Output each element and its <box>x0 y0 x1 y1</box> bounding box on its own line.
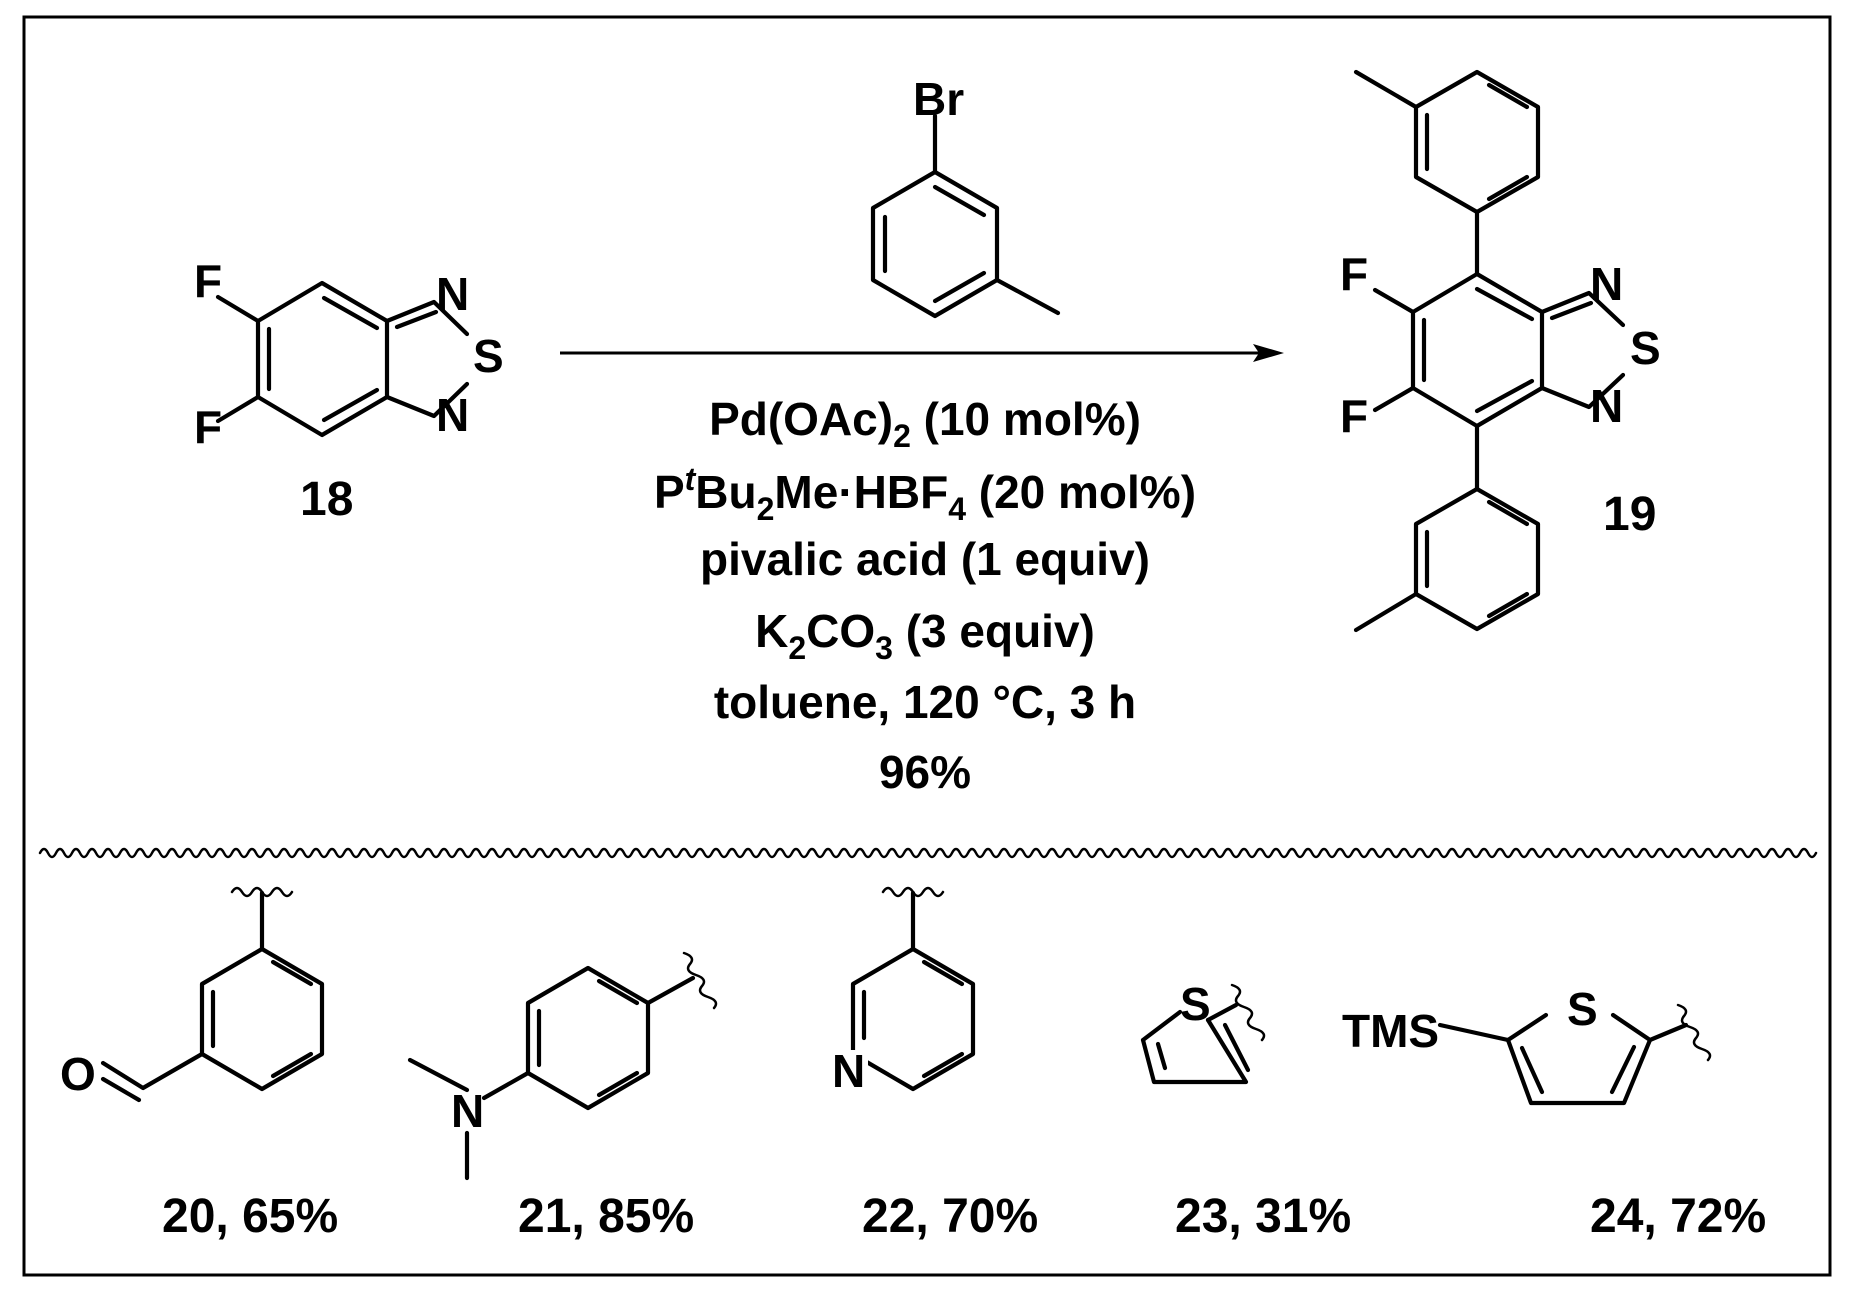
scheme-frame <box>22 15 1832 1277</box>
condition-base: K2CO3 (3 equiv) <box>755 605 1095 666</box>
substrate-label-21: 21, 85% <box>518 1190 694 1243</box>
atom-S: S <box>1567 983 1598 1035</box>
reagent-structure: Br <box>870 73 1061 319</box>
substrate-label-24: 24, 72% <box>1590 1190 1766 1243</box>
atom-F: F <box>1340 390 1368 442</box>
substrate-label-23: 23, 31% <box>1175 1190 1351 1243</box>
condition-solvent: toluene, 120 °C, 3 h <box>714 676 1136 728</box>
compound-18-structure: F F N S N <box>194 255 504 453</box>
condition-yield: 96% <box>879 746 971 798</box>
atom-N: N <box>1590 380 1623 432</box>
atom-S: S <box>1630 322 1661 374</box>
substrate-20-structure: O <box>60 886 325 1103</box>
atom-F: F <box>1340 248 1368 300</box>
atom-S: S <box>1180 978 1211 1030</box>
substrate-21-structure: N <box>407 951 718 1181</box>
reaction-conditions: Pd(OAc)2 (10 mol%) PtBu2Me·HBF4 (20 mol%… <box>654 393 1196 798</box>
condition-ligand: PtBu2Me·HBF4 (20 mol%) <box>654 461 1196 527</box>
atom-Br: Br <box>913 73 964 125</box>
atom-S: S <box>473 330 504 382</box>
arrow-head <box>1253 344 1284 362</box>
atom-O: O <box>60 1048 96 1100</box>
atom-TMS: TMS <box>1342 1005 1439 1057</box>
substrate-label-22: 22, 70% <box>862 1190 1038 1243</box>
compound-label-19: 19 <box>1603 488 1656 541</box>
atom-N: N <box>1590 258 1623 310</box>
atom-F: F <box>194 401 222 453</box>
substrate-24-structure: TMS S <box>1342 983 1712 1106</box>
atom-F: F <box>194 255 222 307</box>
compound-19-structure: F F N S N <box>1340 69 1661 633</box>
wavy-divider <box>38 847 1818 859</box>
condition-additive: pivalic acid (1 equiv) <box>700 533 1150 585</box>
atom-N: N <box>832 1045 865 1097</box>
compound-label-18: 18 <box>300 473 353 526</box>
substrate-label-20: 20, 65% <box>162 1190 338 1243</box>
substrate-23-structure: S <box>1140 978 1266 1085</box>
atom-N: N <box>451 1085 484 1137</box>
atom-N: N <box>436 389 469 441</box>
condition-catalyst: Pd(OAc)2 (10 mol%) <box>709 393 1141 454</box>
atom-N: N <box>436 268 469 320</box>
substrate-22-structure: N <box>826 886 976 1097</box>
